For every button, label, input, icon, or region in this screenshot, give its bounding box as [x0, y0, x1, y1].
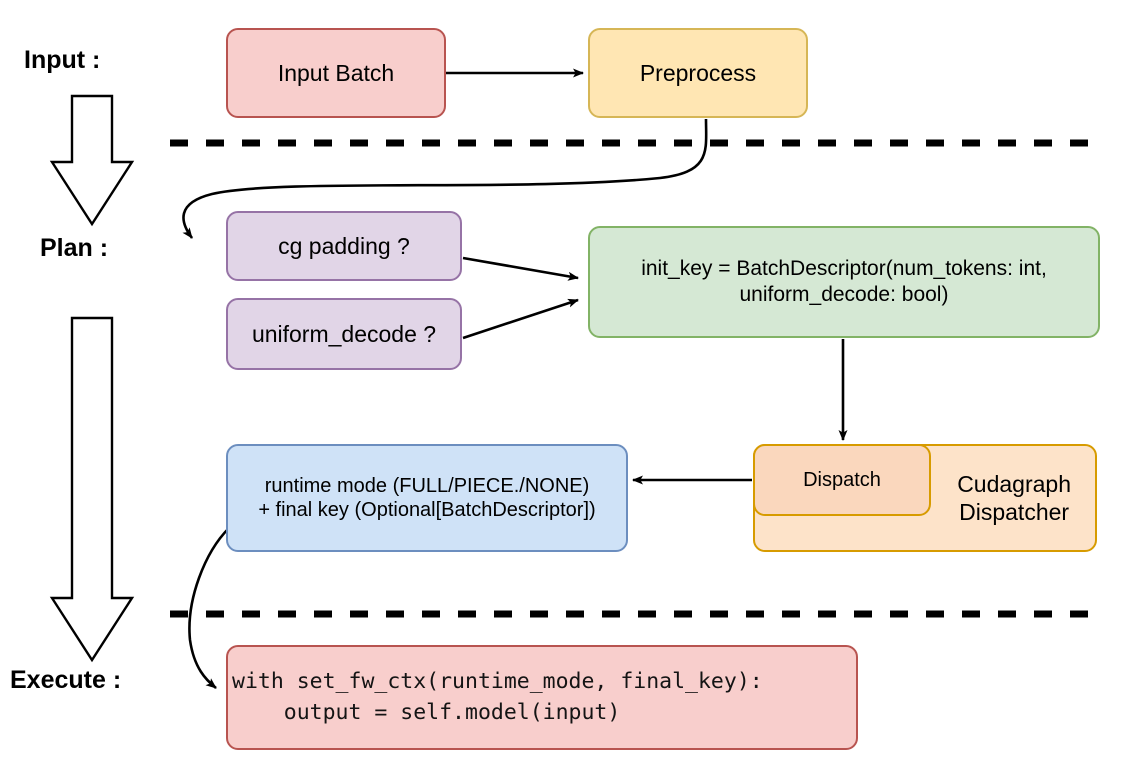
node-runtime-mode-label: runtime mode (FULL/PIECE./NONE) + final …	[258, 474, 596, 521]
node-dispatch[interactable]: Dispatch	[753, 444, 931, 516]
connector-cg-padding-to-init-key	[462, 256, 579, 281]
node-init-key-label: init_key = BatchDescriptor(num_tokens: i…	[641, 257, 1047, 306]
execute-code-text: with set_fw_ctx(runtime_mode, final_key)…	[232, 668, 763, 725]
node-cudagraph-dispatcher-label: Cudagraph Dispatcher	[957, 470, 1071, 525]
connector-uniform-decode-to-init-key	[462, 298, 579, 340]
node-cg-padding-label: cg padding ?	[278, 232, 410, 259]
stage-label-execute: Execute :	[10, 666, 122, 694]
flow-arrow-plan-to-execute	[49, 316, 135, 663]
connector-runtime-mode-to-execute-code	[188, 527, 230, 690]
stage-label-plan: Plan :	[40, 234, 109, 262]
node-preprocess[interactable]: Preprocess	[588, 28, 808, 118]
node-input-batch-label: Input Batch	[277, 59, 395, 86]
node-input-batch[interactable]: Input Batch	[226, 28, 446, 118]
node-dispatch-label: Dispatch	[803, 468, 881, 491]
node-init-key[interactable]: init_key = BatchDescriptor(num_tokens: i…	[588, 226, 1100, 338]
stage-label-input: Input :	[24, 46, 101, 74]
node-preprocess-label: Preprocess	[639, 59, 757, 86]
node-execute-code[interactable]: with set_fw_ctx(runtime_mode, final_key)…	[226, 645, 858, 750]
node-uniform-decode-label: uniform_decode ?	[251, 320, 437, 347]
flow-arrow-input-to-plan	[49, 94, 135, 227]
node-runtime-mode[interactable]: runtime mode (FULL/PIECE./NONE) + final …	[226, 444, 628, 552]
node-cg-padding[interactable]: cg padding ?	[226, 211, 462, 281]
node-uniform-decode[interactable]: uniform_decode ?	[226, 298, 462, 370]
